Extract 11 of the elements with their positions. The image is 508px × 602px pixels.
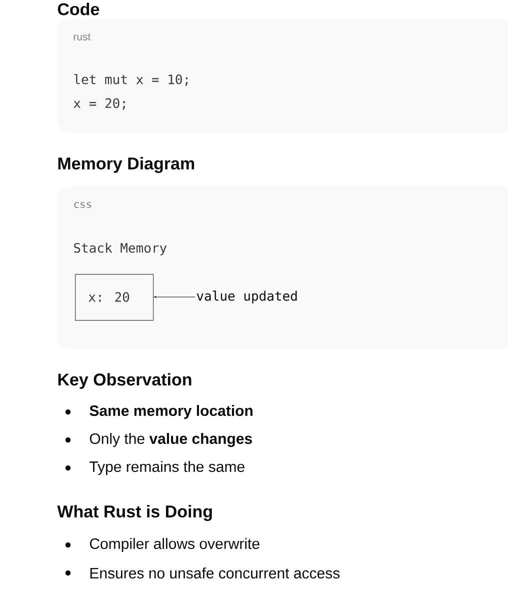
bullet-text: Only the value changes (90, 432, 252, 448)
bullet-text: Compiler allows overwrite (90, 538, 260, 552)
section-heading: What Rust is Doing (57, 505, 212, 521)
code-block: rust let mut x = 10; x = 20; (57, 18, 508, 134)
bullet-text: Same memory location (90, 405, 252, 419)
section-heading: Key Observation (58, 373, 192, 389)
bullet-text: Ensures no unsafe concurrent access (90, 568, 340, 578)
bullet-text: Type remains the same (90, 461, 244, 475)
annotation-text: value updated (196, 290, 297, 304)
section-heading: Memory Diagram (58, 157, 194, 173)
memory-cell-box: x: 20 (75, 274, 154, 321)
